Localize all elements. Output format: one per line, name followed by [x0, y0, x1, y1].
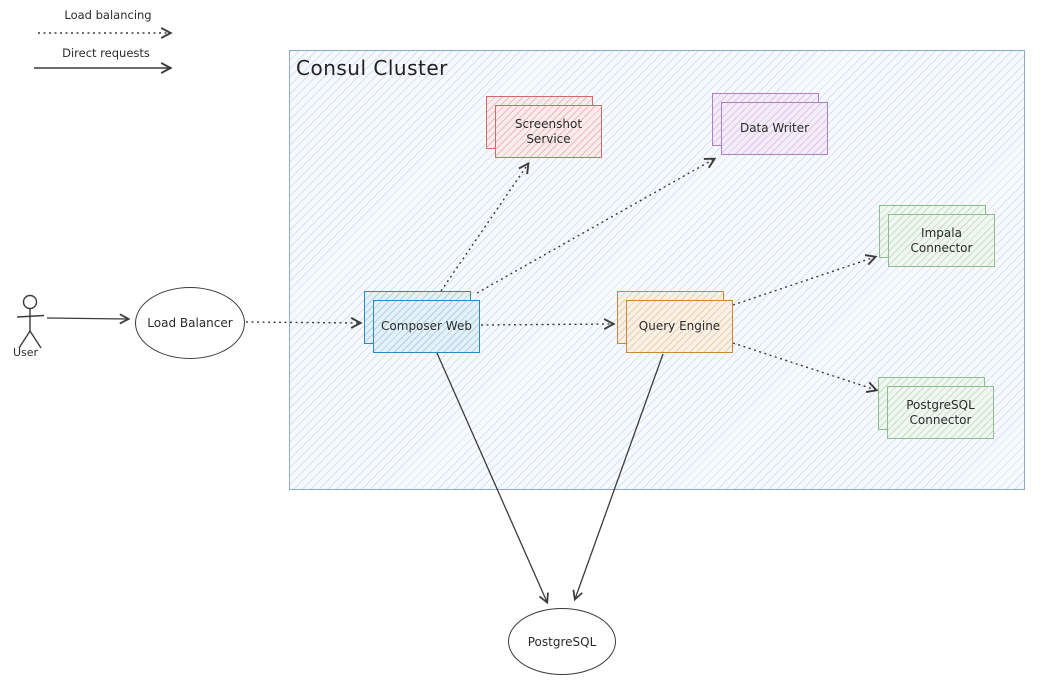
box-front: Screenshot Service [495, 105, 602, 158]
node-query-engine[interactable]: Query Engine [617, 291, 733, 353]
edge-composer-web-to-screenshot-service[interactable] [440, 164, 528, 292]
box-front: Impala Connector [888, 214, 995, 267]
edge-query-engine-to-postgresql[interactable] [575, 353, 664, 599]
user-label: User [13, 346, 39, 359]
edge-user-to-load-balancer[interactable] [46, 318, 128, 319]
edge-query-engine-to-postgresql-connector[interactable] [732, 342, 876, 390]
node-label: Impala Connector [910, 225, 973, 255]
box-front: Data Writer [721, 102, 828, 155]
legend-label-load-balancing: Load balancing [64, 8, 152, 22]
edge-composer-web-to-query-engine[interactable] [480, 324, 613, 325]
node-label: Screenshot Service [514, 116, 583, 146]
node-label: Query Engine [638, 319, 721, 333]
consul-cluster-frame[interactable]: Consul Cluster [289, 50, 1025, 490]
cluster-title: Consul Cluster [296, 56, 448, 80]
node-label: PostgreSQL Connector [906, 397, 975, 427]
edge-composer-web-to-data-writer[interactable] [476, 159, 714, 294]
user-figure-icon[interactable] [16, 294, 45, 349]
node-screenshot-service[interactable]: Screenshot Service [486, 96, 602, 158]
node-data-writer[interactable]: Data Writer [712, 93, 828, 155]
edge-load-balancer-to-composer-web[interactable] [245, 322, 360, 323]
node-postgresql-connector[interactable]: PostgreSQL Connector [878, 377, 994, 439]
node-composer-web[interactable]: Composer Web [364, 291, 480, 353]
box-front: Composer Web [373, 300, 480, 353]
node-load-balancer[interactable]: Load Balancer [135, 287, 245, 359]
box-front: Query Engine [626, 300, 733, 353]
node-label: Data Writer [739, 121, 810, 135]
node-postgresql[interactable]: PostgreSQL [508, 608, 616, 675]
node-label: Load Balancer [147, 316, 233, 330]
node-label: PostgreSQL [527, 634, 597, 649]
box-front: PostgreSQL Connector [887, 386, 994, 439]
edge-query-engine-to-impala-connector[interactable] [732, 257, 875, 306]
edge-composer-web-to-postgresql[interactable] [436, 352, 547, 602]
legend-label-direct-requests: Direct requests [62, 46, 150, 60]
node-label: Composer Web [381, 319, 472, 333]
node-impala-connector[interactable]: Impala Connector [879, 205, 995, 267]
